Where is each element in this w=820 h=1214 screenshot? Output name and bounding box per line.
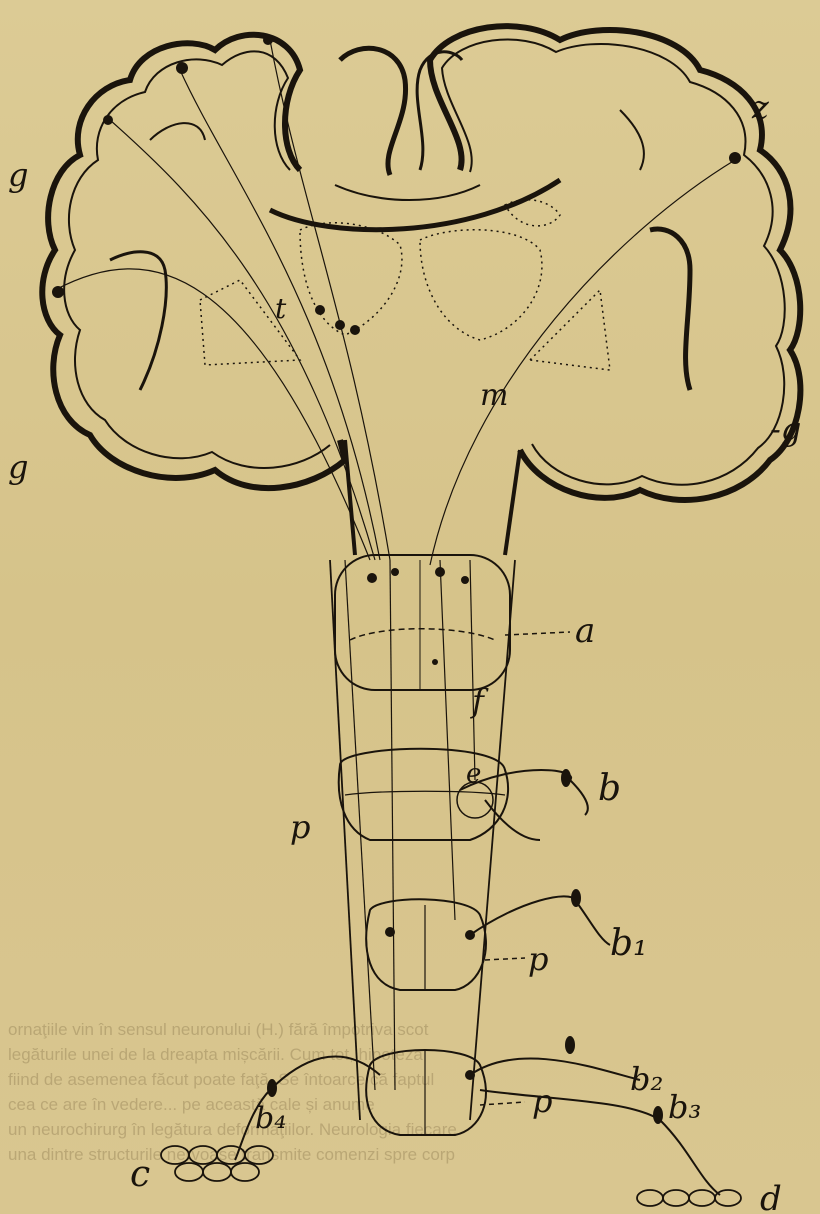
effector-d <box>637 1190 741 1206</box>
bg-line-4: cea ce are în vedere... pe această cale … <box>8 1095 375 1114</box>
label-p-mid: p <box>528 940 548 978</box>
label-leaders <box>480 632 570 1105</box>
bg-line-3: fiind de asemenea făcut poate faţă. Se î… <box>8 1070 434 1089</box>
label-b3: b₃ <box>668 1088 701 1126</box>
label-e: e <box>466 759 481 789</box>
label-b: b <box>598 768 621 809</box>
brain-left-hemisphere <box>42 35 345 488</box>
spinal-column <box>330 440 520 1120</box>
label-g-lower-left: g <box>8 448 28 486</box>
background-text: ornaţiile vin în sensul neuronului (H.) … <box>8 1020 457 1164</box>
bg-line-5: un neurochirurg în legătura deformaţiilo… <box>8 1120 457 1139</box>
central-structures <box>270 48 560 229</box>
brain-right-hemisphere <box>430 26 800 500</box>
bg-line-2: legăturile unei de la dreapta mișcării. … <box>8 1045 423 1064</box>
label-d: d <box>760 1179 782 1214</box>
label-b1: b₁ <box>610 923 647 964</box>
label-m: m <box>480 378 508 413</box>
label-z: z <box>751 88 770 126</box>
label-p-low: p <box>532 1082 552 1120</box>
bg-line-6: una dintre structurile nervoase transmit… <box>8 1145 455 1164</box>
cord-section-2 <box>339 749 508 840</box>
label-t: t <box>275 292 287 325</box>
bg-line-1: ornaţiile vin în sensul neuronului (H.) … <box>8 1020 429 1039</box>
label-g-upper-left: g <box>8 156 28 194</box>
label-c: c <box>130 1154 150 1195</box>
label-g-right: -g <box>770 410 801 448</box>
cord-section-3 <box>366 899 486 990</box>
basal-nuclei <box>200 200 610 370</box>
label-b2: b₂ <box>630 1060 663 1098</box>
label-p-left: p <box>290 808 310 846</box>
cord-section-1 <box>335 555 510 690</box>
label-b4: b₄ <box>255 1101 286 1136</box>
label-a: a <box>575 611 595 651</box>
